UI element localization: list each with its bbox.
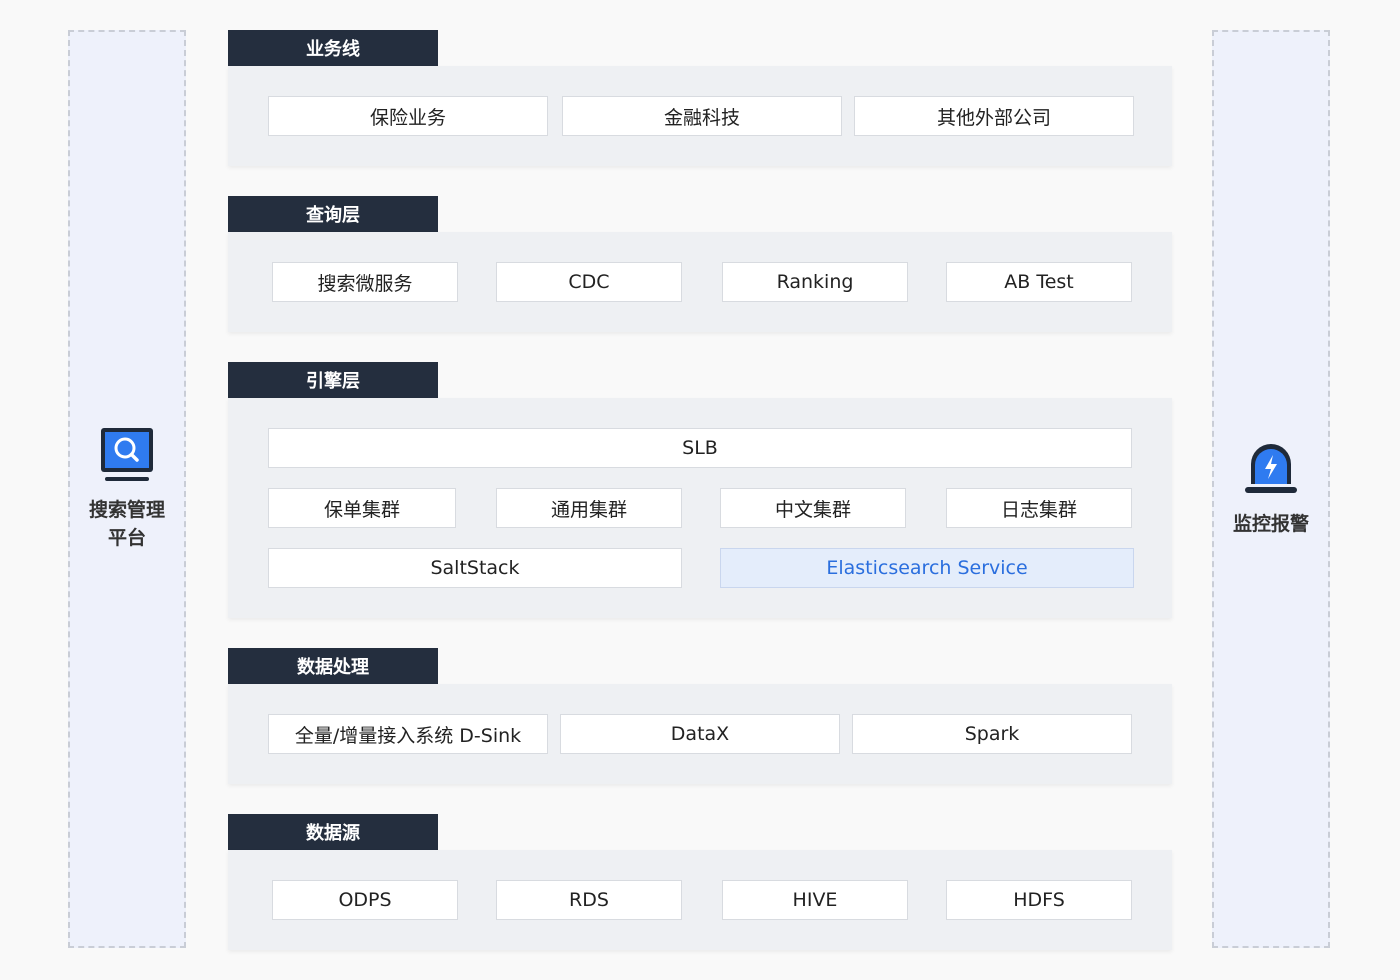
layer-item: ODPS — [272, 880, 458, 920]
layer-item: CDC — [496, 262, 682, 302]
layer-item: 金融科技 — [562, 96, 842, 136]
layer-panel-data-source: ODPS RDS HIVE HDFS — [228, 850, 1172, 950]
layer-item: Spark — [852, 714, 1132, 754]
search-monitor-icon — [99, 426, 155, 488]
monitoring-alarm-sidebar: 监控报警 — [1212, 30, 1330, 948]
layer-item: 中文集群 — [720, 488, 906, 528]
layer-item: 保险业务 — [268, 96, 548, 136]
layer-item: 其他外部公司 — [854, 96, 1134, 136]
layer-title-data-source: 数据源 — [228, 814, 438, 850]
layer-title-business: 业务线 — [228, 30, 438, 66]
layer-title-data-processing: 数据处理 — [228, 648, 438, 684]
layer-item: 全量/增量接入系统 D-Sink — [268, 714, 548, 754]
layer-item: 日志集群 — [946, 488, 1132, 528]
management-platform-sidebar: 搜索管理平台 — [68, 30, 186, 948]
monitoring-alarm-label: 监控报警 — [1232, 513, 1309, 535]
layer-title-query: 查询层 — [228, 196, 438, 232]
layer-title-engine: 引擎层 — [228, 362, 438, 398]
alarm-siren-icon — [1243, 440, 1299, 502]
layer-item: HDFS — [946, 880, 1132, 920]
management-platform-label: 搜索管理平台 — [88, 499, 165, 549]
layer-panel-engine: SLB 保单集群 通用集群 中文集群 日志集群 SaltStack Elasti… — [228, 398, 1172, 618]
layer-item: 搜索微服务 — [272, 262, 458, 302]
layer-panel-business: 保险业务 金融科技 其他外部公司 — [228, 66, 1172, 166]
layer-item: SLB — [268, 428, 1132, 468]
layer-item: RDS — [496, 880, 682, 920]
layer-item: AB Test — [946, 262, 1132, 302]
layer-item: HIVE — [722, 880, 908, 920]
layer-item: Ranking — [722, 262, 908, 302]
layer-panel-query: 搜索微服务 CDC Ranking AB Test — [228, 232, 1172, 332]
layer-item: DataX — [560, 714, 840, 754]
layer-item: 保单集群 — [268, 488, 456, 528]
layer-item: SaltStack — [268, 548, 682, 588]
elasticsearch-service-item: Elasticsearch Service — [720, 548, 1134, 588]
layer-panel-data-processing: 全量/增量接入系统 D-Sink DataX Spark — [228, 684, 1172, 784]
layer-item: 通用集群 — [496, 488, 682, 528]
